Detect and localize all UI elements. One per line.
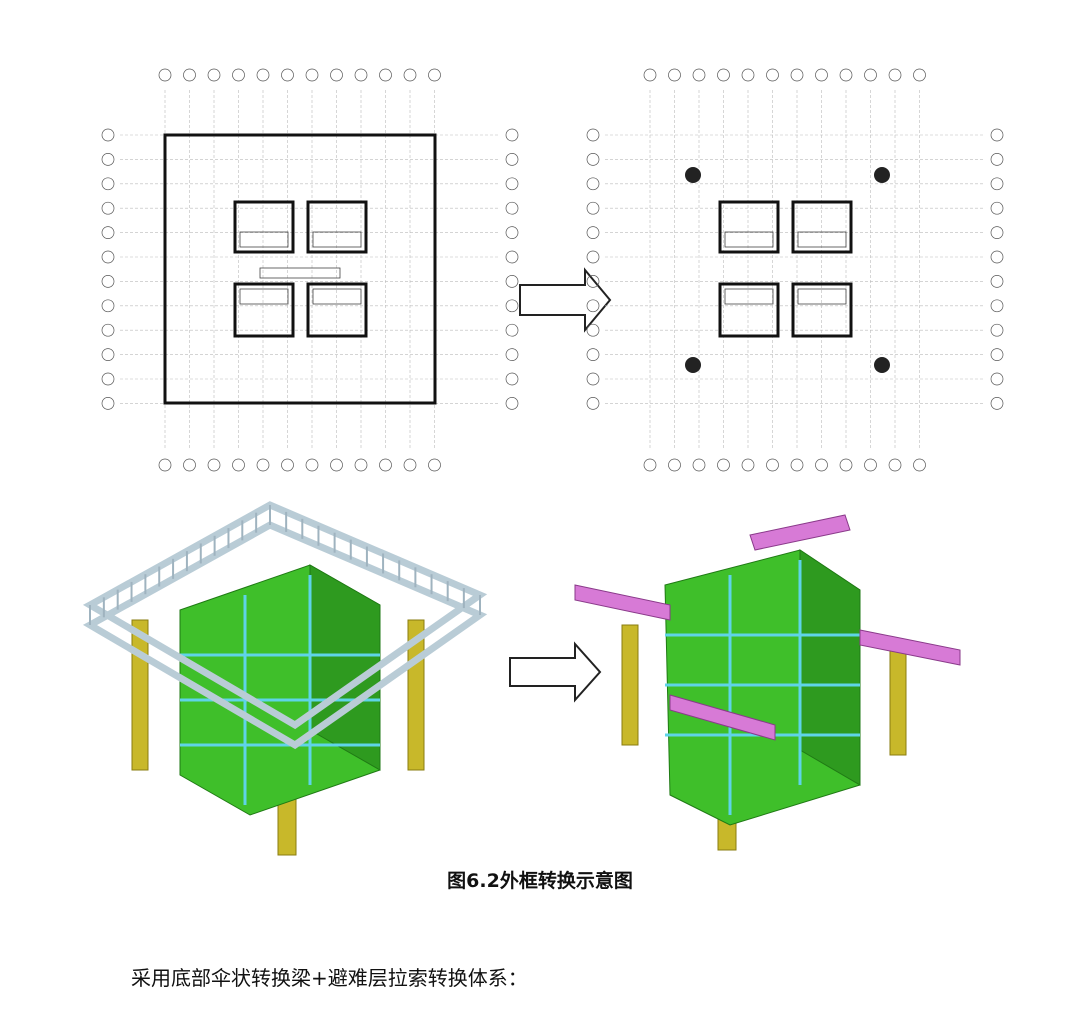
core-walls bbox=[664, 549, 861, 826]
ring-posts bbox=[89, 505, 481, 625]
core-details bbox=[239, 231, 362, 305]
core-tube bbox=[718, 200, 853, 338]
axis-bubbles bbox=[101, 68, 519, 472]
mega-columns bbox=[685, 167, 890, 373]
umbrella-trusses bbox=[574, 514, 961, 741]
floor-plan-before-diagram bbox=[101, 68, 519, 472]
right-arrow-icon bbox=[519, 267, 612, 333]
right-arrow-icon bbox=[509, 641, 602, 703]
core-details bbox=[724, 231, 847, 305]
body-paragraph: 采用底部伞状转换梁+避难层拉索转换体系： bbox=[131, 966, 528, 990]
core-tube bbox=[233, 200, 368, 338]
plan-grid bbox=[120, 90, 500, 450]
core-beams bbox=[180, 575, 380, 805]
plan-grid bbox=[605, 90, 985, 450]
structural-model-before-image bbox=[82, 501, 488, 856]
floor-plan-after-diagram bbox=[586, 68, 1004, 472]
figure-caption: 图6.2外框转换示意图 bbox=[447, 870, 633, 892]
outer-frame-outline bbox=[163, 133, 437, 405]
axis-bubbles bbox=[586, 68, 1004, 472]
structural-model-after-image bbox=[574, 514, 961, 851]
